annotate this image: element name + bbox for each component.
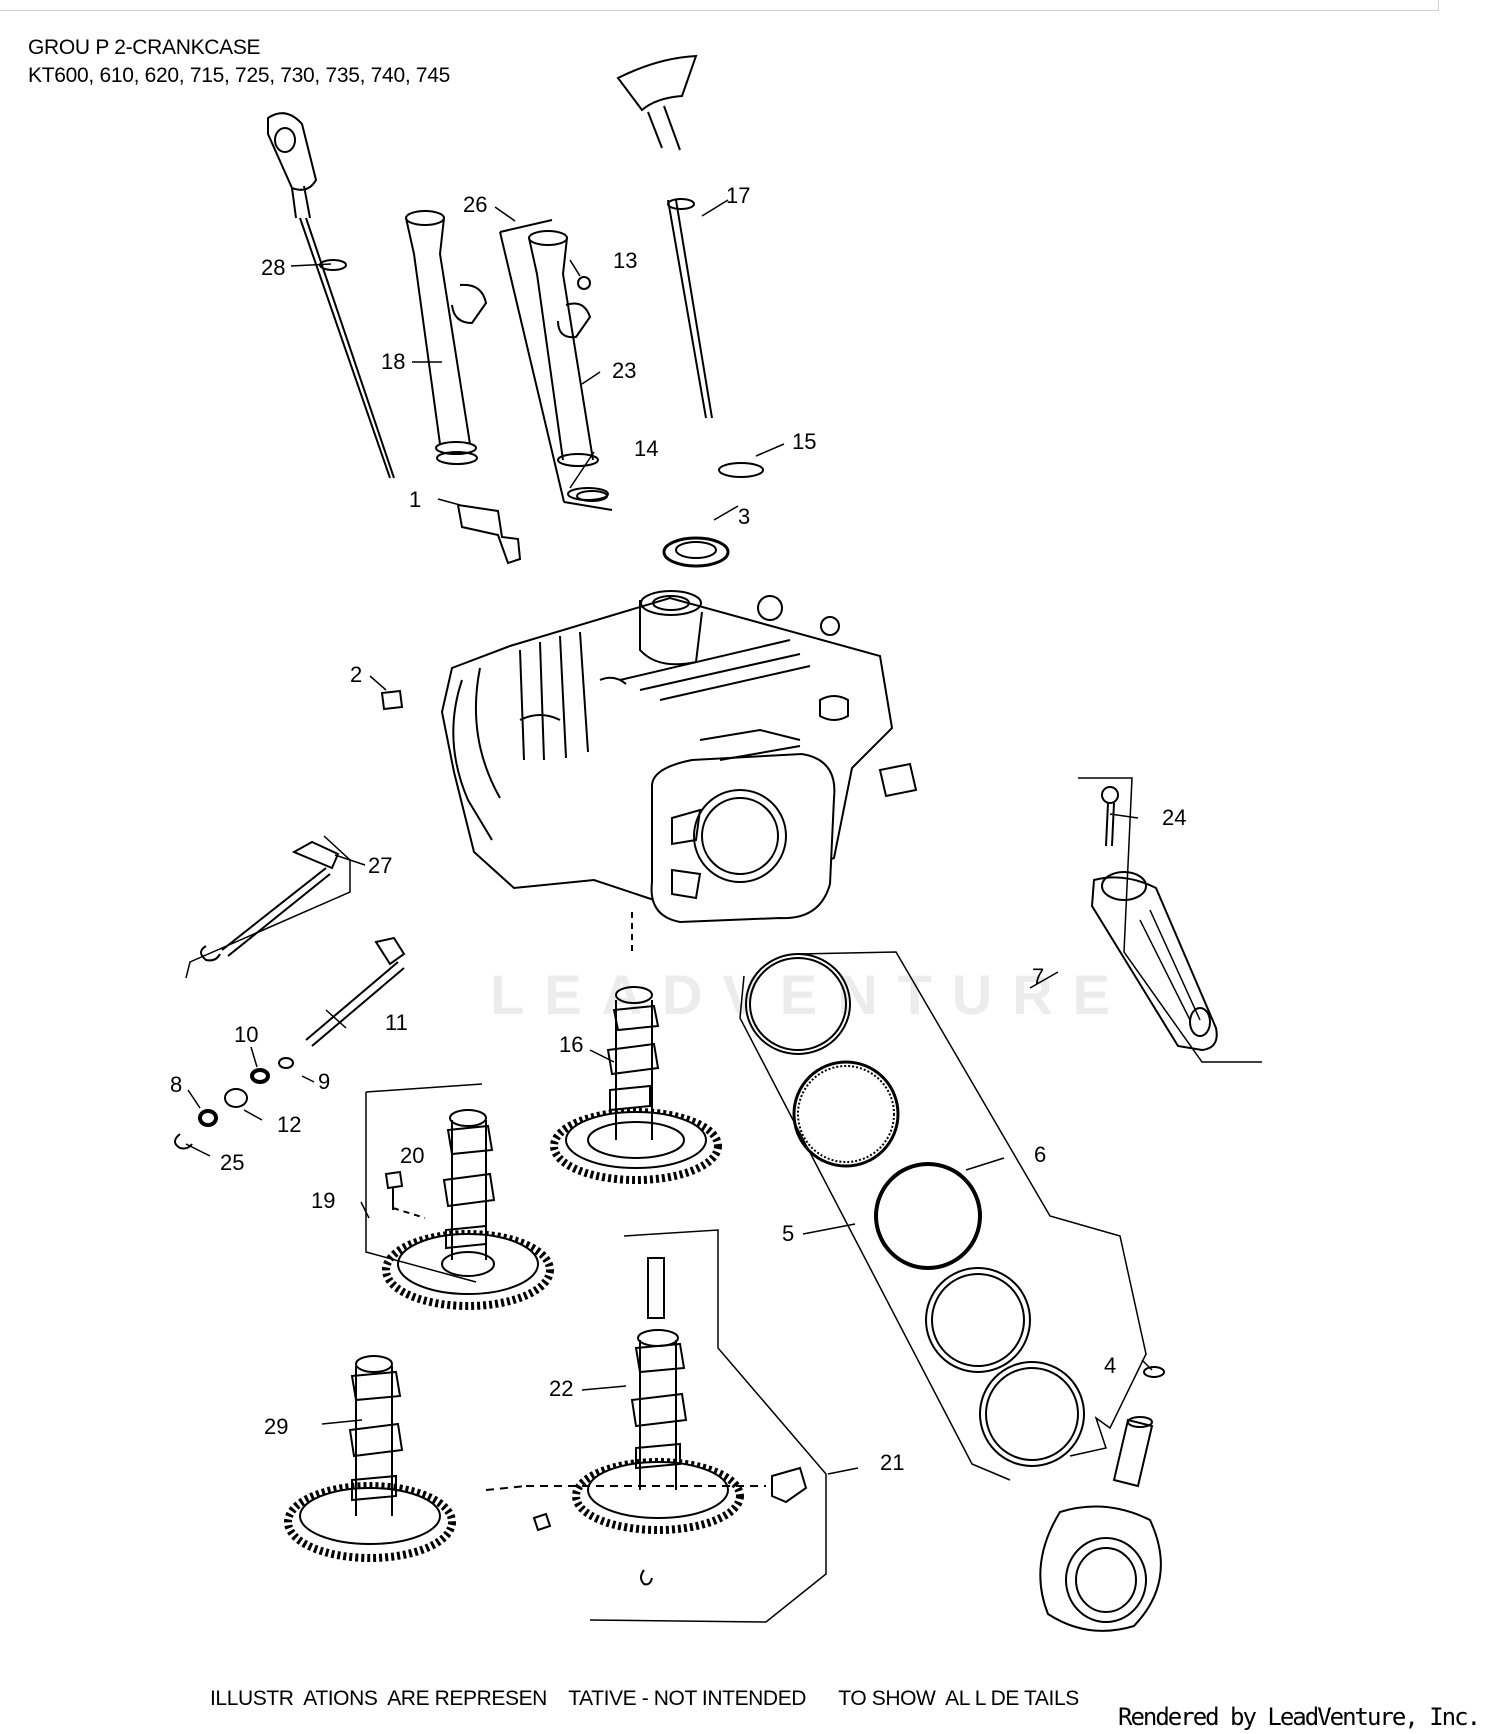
part-oil-seal[interactable] bbox=[662, 536, 730, 568]
callout-24: 24 bbox=[1162, 805, 1186, 830]
callout-labels: 1 2 3 4 5 6 7 8 9 10 11 12 13 14 15 16 1… bbox=[170, 183, 1186, 1475]
part-piston[interactable] bbox=[1039, 1505, 1162, 1632]
callout-16: 16 bbox=[559, 1032, 583, 1057]
callout-4: 4 bbox=[1104, 1353, 1116, 1378]
callout-22: 22 bbox=[549, 1376, 573, 1401]
part-shaft-11[interactable] bbox=[305, 936, 406, 1047]
part-oring-14[interactable] bbox=[576, 490, 608, 502]
callout-26: 26 bbox=[463, 192, 487, 217]
part-piston-pin[interactable] bbox=[1112, 1416, 1154, 1488]
render-credit: Rendered by LeadVenture, Inc. bbox=[1118, 1703, 1481, 1731]
part-bracket[interactable] bbox=[456, 503, 522, 565]
part-piston-clip[interactable] bbox=[1143, 1366, 1165, 1378]
callout-12: 12 bbox=[277, 1112, 301, 1137]
callout-2: 2 bbox=[350, 662, 362, 687]
crankcase-body[interactable] bbox=[440, 590, 918, 952]
callout-21: 21 bbox=[880, 1450, 904, 1475]
part-camshaft-29[interactable] bbox=[284, 1355, 456, 1562]
part-washer-10[interactable] bbox=[250, 1068, 270, 1084]
group-title: GROU P 2-CRANKCASE bbox=[28, 36, 261, 59]
part-washer-9[interactable] bbox=[278, 1057, 294, 1069]
callout-1: 1 bbox=[409, 487, 421, 512]
callout-29: 29 bbox=[264, 1414, 288, 1439]
part-camshaft-21[interactable] bbox=[485, 1229, 827, 1623]
part-connecting-rod[interactable] bbox=[1078, 777, 1262, 1063]
callout-25: 25 bbox=[220, 1150, 244, 1175]
callout-28: 28 bbox=[261, 255, 285, 280]
callout-6: 6 bbox=[1034, 1142, 1046, 1167]
callout-17: 17 bbox=[726, 183, 750, 208]
callout-5: 5 bbox=[782, 1221, 794, 1246]
part-dipstick-tube-kit[interactable] bbox=[499, 219, 613, 511]
leader-lines bbox=[185, 199, 1153, 1475]
callout-19: 19 bbox=[311, 1188, 335, 1213]
callout-14: 14 bbox=[634, 436, 658, 461]
part-dipstick-tube[interactable] bbox=[405, 210, 488, 465]
callout-7: 7 bbox=[1032, 964, 1044, 989]
callout-23: 23 bbox=[612, 358, 636, 383]
part-washer-12[interactable] bbox=[224, 1088, 248, 1108]
part-camshaft-16[interactable] bbox=[550, 986, 722, 1184]
callout-10: 10 bbox=[234, 1022, 258, 1047]
part-piston-rings[interactable] bbox=[739, 951, 1147, 1481]
part-camshaft-19[interactable] bbox=[365, 1083, 554, 1310]
part-dipstick-right[interactable] bbox=[616, 54, 713, 419]
watermark-text: LEADVENTURE bbox=[490, 963, 1131, 1026]
callout-3: 3 bbox=[738, 504, 750, 529]
callout-8: 8 bbox=[170, 1072, 182, 1097]
page-frame bbox=[0, 0, 1439, 11]
callout-11: 11 bbox=[385, 1010, 408, 1035]
callout-20: 20 bbox=[400, 1143, 424, 1168]
model-list: KT600, 610, 620, 715, 725, 730, 735, 740… bbox=[28, 64, 451, 87]
part-rod-bolt[interactable] bbox=[1101, 786, 1119, 847]
diagram-title: GROU P 2-CRANKCASE KT600, 610, 620, 715,… bbox=[28, 34, 450, 90]
part-plug[interactable] bbox=[380, 689, 404, 711]
part-dipstick-left[interactable] bbox=[267, 112, 395, 479]
callout-15: 15 bbox=[792, 429, 816, 454]
callout-18: 18 bbox=[381, 349, 405, 374]
callout-13: 13 bbox=[613, 248, 637, 273]
callout-9: 9 bbox=[318, 1069, 330, 1094]
part-governor-shaft-27[interactable] bbox=[185, 835, 351, 979]
part-clip-25[interactable] bbox=[174, 1133, 193, 1150]
part-oring-15[interactable] bbox=[718, 462, 764, 478]
disclaimer-text: ILLUSTR ATIONS ARE REPRESEN TATIVE - NOT… bbox=[210, 1687, 1079, 1710]
part-washer-8[interactable] bbox=[198, 1109, 218, 1127]
part-nut[interactable] bbox=[577, 276, 591, 290]
callout-27: 27 bbox=[368, 853, 392, 878]
